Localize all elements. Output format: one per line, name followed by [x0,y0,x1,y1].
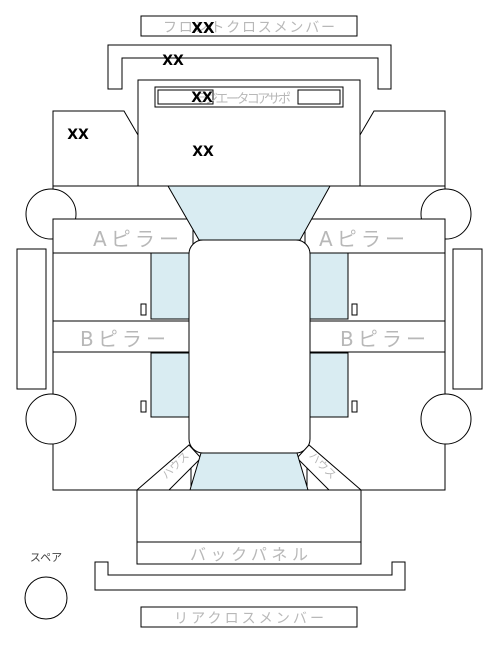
b-pillar-left-label: Bピラー [80,327,166,351]
front-right-window[interactable] [309,252,349,320]
front-inside-panel-mark: XX [162,53,184,69]
rear-right-window[interactable] [309,352,349,418]
back-panel[interactable] [136,541,362,565]
front-inside-panel[interactable] [107,44,392,90]
roof[interactable] [188,239,311,454]
right-rocker-panel[interactable] [452,248,483,390]
rear-right-door-handle [351,400,358,413]
front-left-window[interactable] [150,252,190,320]
rear-left-window[interactable] [150,352,190,418]
rear-cross-member-label: リアクロスメンバー [174,611,324,627]
hood-mark: XX [192,144,214,160]
a-pillar-right[interactable] [304,218,446,254]
front-cross-member-label: フロントクロスメンバー [163,20,335,36]
b-pillar-right-label: Bピラー [340,327,426,351]
rear-window[interactable] [189,452,309,491]
rear-left-door-handle [140,400,147,413]
rear-cross-member[interactable] [140,606,358,628]
rear-left-tire[interactable] [25,393,77,445]
b-pillar-right[interactable] [306,320,446,353]
front-cross-member-mark: XX [191,19,215,37]
left-rocker-panel[interactable] [16,248,47,390]
left-fender-mark: XX [67,127,89,143]
right-fender[interactable] [359,110,446,189]
front-left-door-handle [140,303,147,316]
radiator-core-support-mark: XX [191,90,213,106]
left-fender[interactable] [52,110,139,189]
b-pillar-left[interactable] [52,320,192,353]
a-pillar-right-label: Aピラー [319,227,405,251]
windshield[interactable] [167,185,331,241]
radiator-right-slot [297,89,341,105]
spare-label: スペア [30,551,62,564]
trunk[interactable] [136,489,362,543]
a-pillar-left[interactable] [52,218,194,254]
front-cross-member[interactable] [140,15,358,37]
front-right-door-handle [351,303,358,316]
a-pillar-left-label: Aピラー [93,227,179,251]
rear-right-tire[interactable] [420,393,472,445]
spare-tire[interactable] [24,576,68,620]
rear-bumper[interactable] [94,561,406,591]
radiator-left-slot [157,89,214,105]
radiator-core-support-label: ラジエータコアサポ [195,92,291,107]
